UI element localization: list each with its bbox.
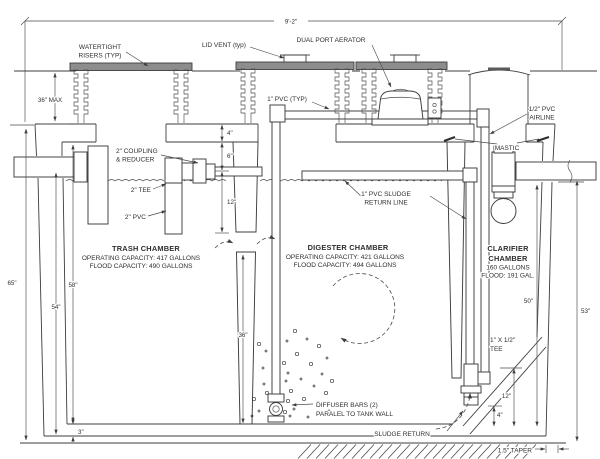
label-coupling-reducer-1: 2" COUPLING [116,148,158,155]
dim-riser-max-height: 36" MAX [38,97,62,104]
inlet-coupling [73,151,88,183]
dim-12-right: 12" [502,393,511,400]
dim-53: 53" [581,308,590,315]
airlift-intake [463,396,479,406]
dim-65: 65" [7,280,16,287]
sludge-return-pipe [301,170,466,181]
label-digester-chamber-title: DIGESTER CHAMBER [308,243,389,252]
label-clarifier-gallons: 160 GALLONS [486,265,530,272]
label-watertight-risers-1: WATERTIGHT [79,44,121,51]
label-diffuser-bars-1: DIFFUSER BARS (2) [316,402,378,409]
label-sludge-return-line-1: 1" PVC SLUDGE [361,191,411,198]
airlift-side-stub [476,371,491,385]
air-elbow-left [269,104,286,123]
dim-6: 6" [227,153,233,160]
dim-54: 54" [51,304,60,311]
ground-hatch [297,444,537,459]
inlet-baffle-tee [87,145,109,225]
aeration-bubbles [250,328,335,419]
label-digester-operating-capacity: OPERATING CAPACITY: 421 GALLONS [286,254,405,261]
label-digester-flood-capacity: FLOOD CAPACITY: 494 GALLONS [294,262,397,269]
clarifier-riser-handle [488,67,510,71]
label-taper: 1.5" TAPER [498,448,533,455]
lid-vent-stub [283,54,307,62]
outlet-ball [490,198,517,224]
label-2in-pvc: 2" PVC [125,214,146,221]
label-trash-flood-capacity: FLOOD CAPACITY: 490 GALLONS [90,263,193,270]
aerator-vent-stub [393,54,417,62]
sludge-riser-pipe [465,181,475,369]
port-flow-arrow-left [214,238,234,249]
tee-2in-and-drop [164,157,183,235]
dim-36: 36" [238,332,247,339]
outlet-pipe [515,161,597,181]
leader-lines [125,44,550,432]
tank-structure [20,123,566,444]
digester-clarifier-wall [446,141,466,379]
digester-circulation-arrow [332,273,396,344]
label-coupling-reducer-2: & REDUCER [116,157,155,164]
trash-digester-wall-upper [232,141,259,233]
outlet-tee-cap [493,145,514,154]
label-diffuser-bars-2: PARALEL TO TANK WALL [316,411,393,418]
diffuser-collar-top [267,393,285,403]
outlet-coupling-1 [491,185,516,193]
label-clarifier-flood: FLOOD: 191 GAL. [481,273,535,280]
aerator-base [371,118,429,126]
label-lid-vent: LID VENT (typ) [202,42,246,49]
aerator-dome [377,90,424,120]
trash-riser-lid [69,62,193,71]
label-sludge-return-line-2: RETURN LINE [364,200,408,207]
dimensions: 36" MAX 65" 58" 54" 36" 4" 6" 12" 50" 53… [6,72,591,453]
air-elbow-right [476,108,490,128]
diffuser-body [269,402,283,416]
dim-3-floor: 3" [78,429,84,436]
outlet-coupling-2 [493,191,514,199]
sludge-return-elbow [462,167,478,183]
label-1x12-tee-1: 1" X 1/2" [490,337,516,344]
label-clarifier-title-1: CLARIFIER [487,244,529,253]
diffuser-collar-bottom [267,415,285,423]
label-1in-pvc: 1" PVC (TYP) [267,96,307,103]
label-mastic: MASTIC [495,145,520,152]
diffuser-drop-pipe [271,121,281,397]
dim-overall-width: 9'-2" [285,19,297,26]
port-flow-arrow-right [256,234,276,245]
risers [69,54,531,124]
label-1x12-tee-2: TEE [490,346,503,353]
outlet-tee-body [491,151,516,187]
dim-lid-4: 4" [227,130,233,137]
airlift-collar [460,385,482,394]
coupling-hub [181,162,194,181]
pipe-break-mark [567,159,573,183]
label-trash-operating-capacity: OPERATING CAPACITY: 417 GALLONS [82,255,201,262]
digester-riser-lid [235,61,355,70]
label-sludge-return: SLUDGE RETURN [374,431,430,438]
dual-port-aerator-unit [371,88,442,126]
trash-digester-wall-lower [236,251,256,425]
label-2in-tee: 2" TEE [131,187,152,194]
text-labels: WATERTIGHT RISERS (TYP) LID VENT (typ) D… [77,36,556,456]
clarifier-riser-dome [467,69,531,76]
label-airline-1: 1/2" PVC [529,106,556,113]
aerator-riser-lid [355,61,448,70]
reducer [205,163,216,180]
dim-50: 50" [524,298,533,305]
label-trash-chamber-title: TRASH CHAMBER [112,244,180,253]
label-watertight-risers-2: RISERS (TYP) [79,53,122,60]
dim-4-right: 4" [497,412,503,419]
dim-12: 12" [227,199,236,206]
label-airline-2: AIRLINE [529,115,555,122]
label-dual-port-aerator: DUAL PORT AERATOR [297,37,366,44]
aerator-control-box [427,97,442,119]
label-clarifier-title-2: CHAMBER [488,254,528,263]
dim-58: 58" [68,282,77,289]
